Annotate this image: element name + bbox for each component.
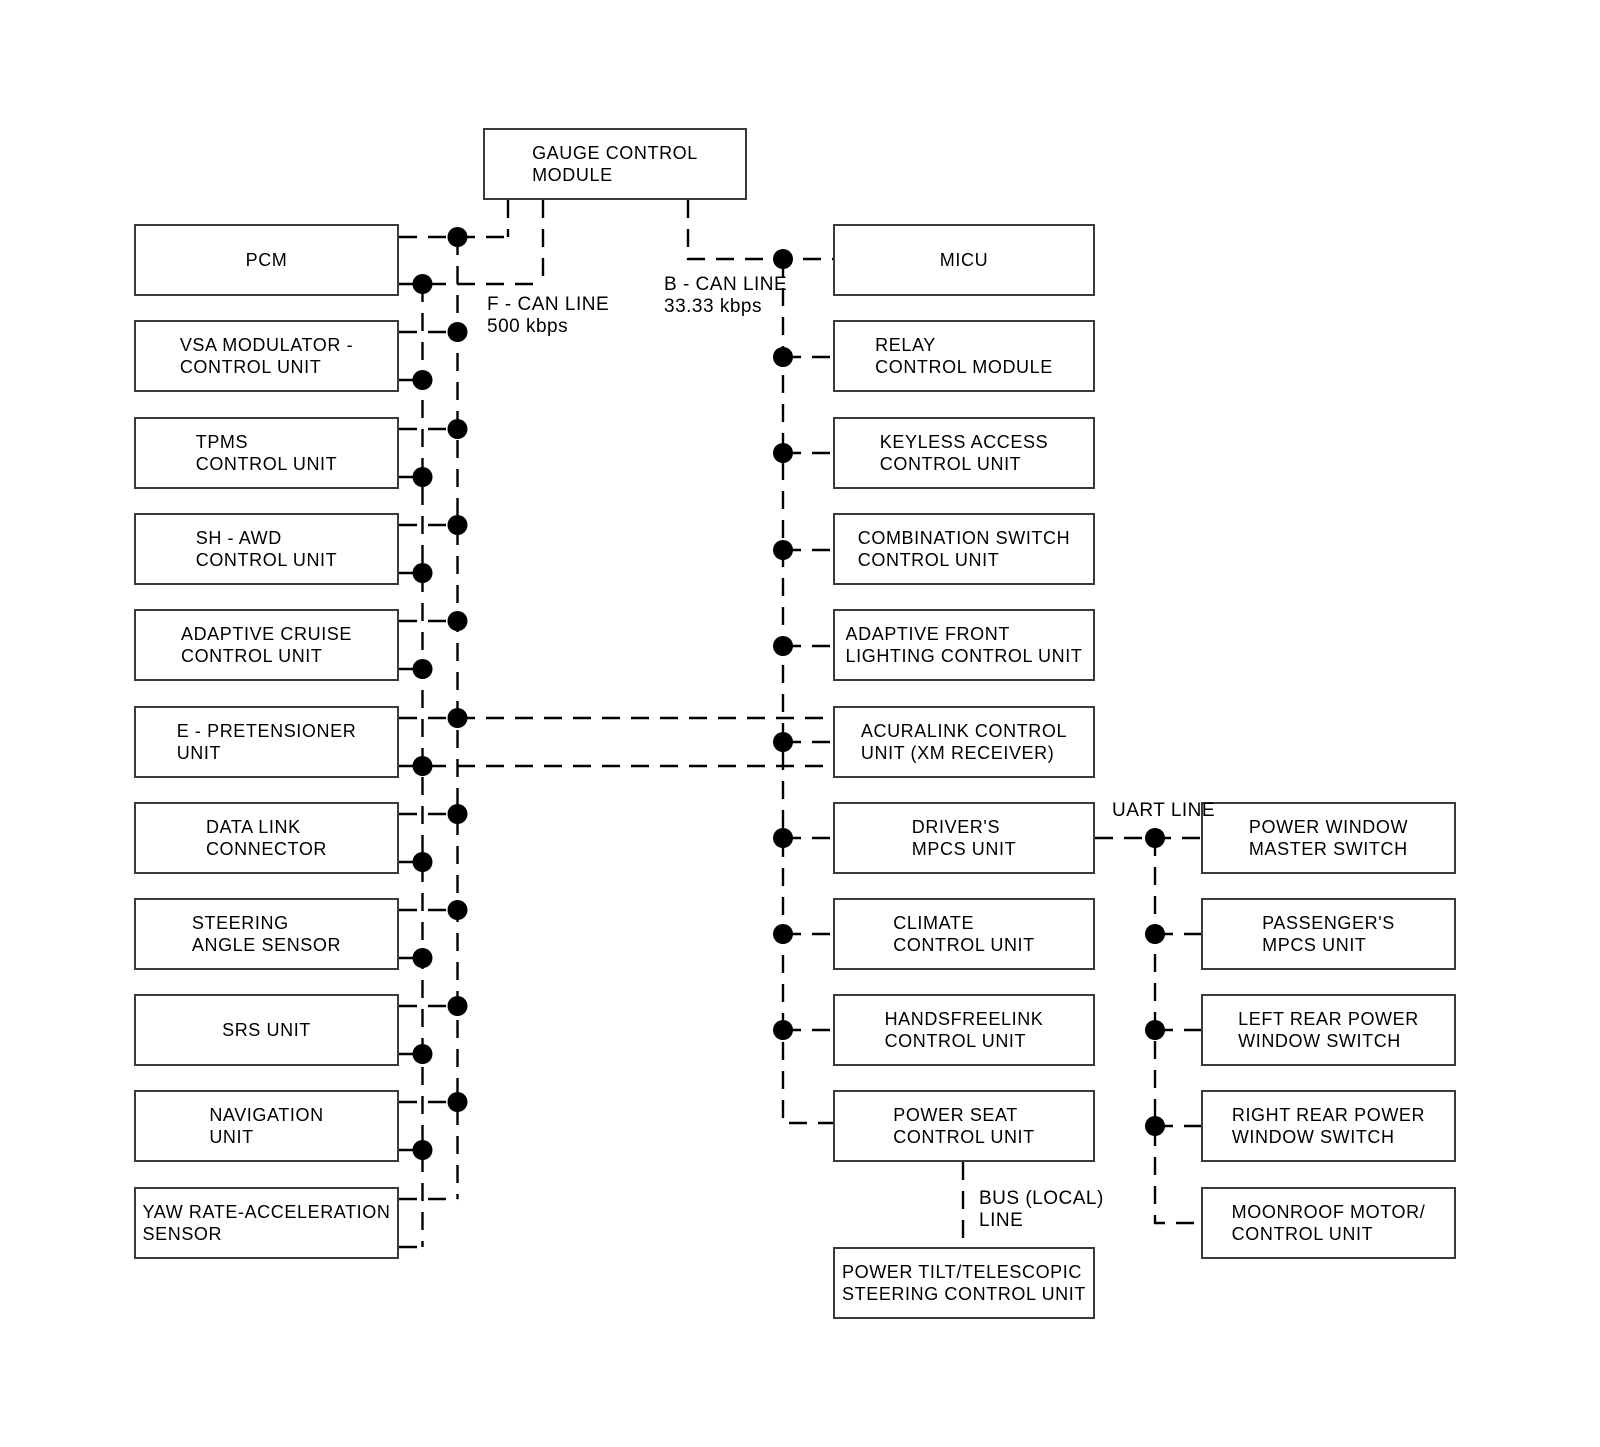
node-micu: MICU xyxy=(833,224,1095,296)
node-yaw-rate-acceleration-sensor: YAW RATE-ACCELERATION SENSOR xyxy=(134,1187,399,1259)
node-navigation-unit: NAVIGATION UNIT xyxy=(134,1090,399,1162)
node-e-pretensioner-unit: E - PRETENSIONER UNIT xyxy=(134,706,399,778)
node-combination-switch-control-unit: COMBINATION SWITCH CONTROL UNIT xyxy=(833,513,1095,585)
node-climate-control-unit: CLIMATE CONTROL UNIT xyxy=(833,898,1095,970)
node-data-link-connector: DATA LINK CONNECTOR xyxy=(134,802,399,874)
node-gauge-control-module: GAUGE CONTROL MODULE xyxy=(483,128,747,200)
node-power-seat-control-unit: POWER SEAT CONTROL UNIT xyxy=(833,1090,1095,1162)
node-steering-angle-sensor: STEERING ANGLE SENSOR xyxy=(134,898,399,970)
uart-branch-stubs xyxy=(1095,836,1201,1128)
node-left-rear-power-window-switch: LEFT REAR POWER WINDOW SWITCH xyxy=(1201,994,1456,1066)
node-relay-control-module: RELAY CONTROL MODULE xyxy=(833,320,1095,392)
node-handsfreelink-control-unit: HANDSFREELINK CONTROL UNIT xyxy=(833,994,1095,1066)
node-tpms-control-unit: TPMS CONTROL UNIT xyxy=(134,417,399,489)
node-drivers-mpcs-unit: DRIVER'S MPCS UNIT xyxy=(833,802,1095,874)
gauge-module-stubs xyxy=(506,200,833,284)
f-can-branch-stubs xyxy=(399,235,833,1249)
node-adaptive-front-lighting-control-unit: ADAPTIVE FRONT LIGHTING CONTROL UNIT xyxy=(833,609,1095,681)
node-moonroof-motor-control-unit: MOONROOF MOTOR/ CONTROL UNIT xyxy=(1201,1187,1456,1259)
node-label: GAUGE CONTROL MODULE xyxy=(532,143,698,185)
uart-bus-line xyxy=(1153,838,1201,1225)
node-power-tilt-telescopic-steering-control-unit: POWER TILT/TELESCOPIC STEERING CONTROL U… xyxy=(833,1247,1095,1319)
uart-line-label: UART LINE xyxy=(1112,800,1216,821)
node-acuralink-control-unit: ACURALINK CONTROL UNIT (XM RECEIVER) xyxy=(833,706,1095,778)
junction-dots xyxy=(412,227,1165,1160)
node-srs-unit: SRS UNIT xyxy=(134,994,399,1066)
node-power-window-master-switch: POWER WINDOW MASTER SWITCH xyxy=(1201,802,1456,874)
b-can-line-label: B - CAN LINE 33.33 kbps xyxy=(664,274,788,317)
node-right-rear-power-window-switch: RIGHT REAR POWER WINDOW SWITCH xyxy=(1201,1090,1456,1162)
f-can-line-label: F - CAN LINE 500 kbps xyxy=(487,294,610,337)
node-adaptive-cruise-control-unit: ADAPTIVE CRUISE CONTROL UNIT xyxy=(134,609,399,681)
node-pcm: PCM xyxy=(134,224,399,296)
node-passengers-mpcs-unit: PASSENGER'S MPCS UNIT xyxy=(1201,898,1456,970)
b-can-bus-line xyxy=(781,259,833,1125)
bus-local-line-label: BUS (LOCAL) LINE xyxy=(979,1188,1104,1231)
node-sh-awd-control-unit: SH - AWD CONTROL UNIT xyxy=(134,513,399,585)
node-keyless-access-control-unit: KEYLESS ACCESS CONTROL UNIT xyxy=(833,417,1095,489)
node-vsa-modulator-control-unit: VSA MODULATOR - CONTROL UNIT xyxy=(134,320,399,392)
